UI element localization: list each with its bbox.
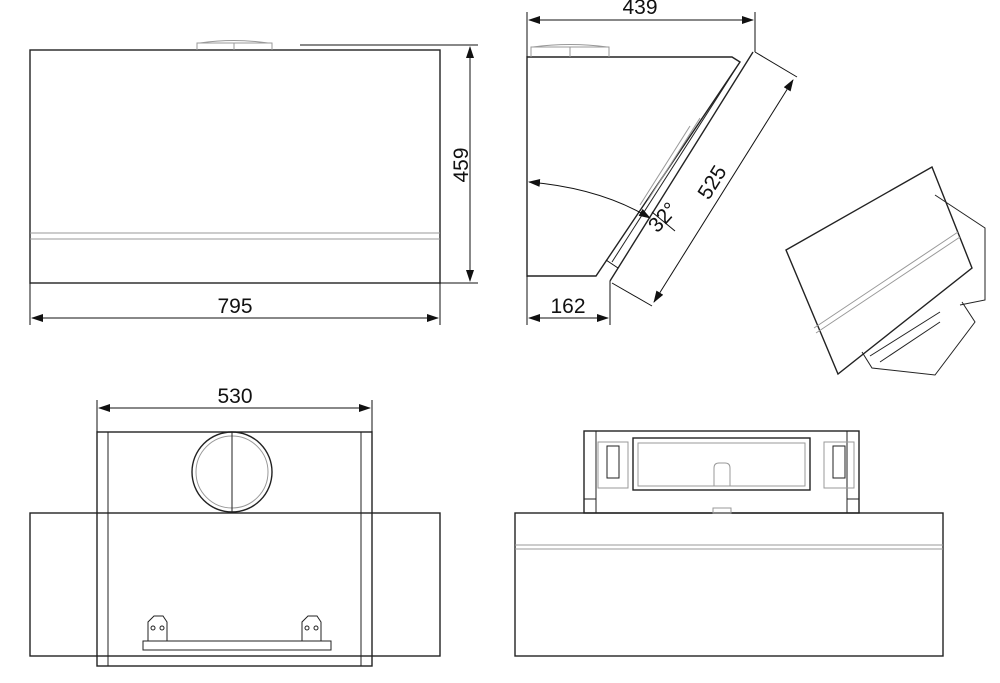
dim-439: 439 [622, 0, 657, 19]
height-dimension: 459 [300, 44, 478, 284]
dim-795: 795 [217, 295, 252, 318]
dim-162: 162 [550, 295, 585, 318]
rear-width-dimension: 530 [96, 385, 373, 432]
dim-525: 525 [693, 162, 731, 204]
dim-459: 459 [450, 147, 473, 182]
depth-dimension: 439 [526, 0, 756, 57]
dim-530: 530 [217, 385, 252, 408]
rear-view: 530 [29, 385, 441, 667]
bottom-view [514, 430, 944, 657]
front-view: 459 795 [29, 40, 478, 325]
bottom-depth-dimension: 162 [526, 276, 611, 325]
isometric-view [785, 165, 986, 376]
panel-length-dimension: 525 [611, 51, 798, 307]
side-view: 439 162 525 32° [526, 0, 798, 325]
width-dimension: 795 [29, 283, 441, 325]
angle-dimension: 32° [528, 178, 682, 237]
dim-32-degrees: 32° [644, 198, 682, 237]
